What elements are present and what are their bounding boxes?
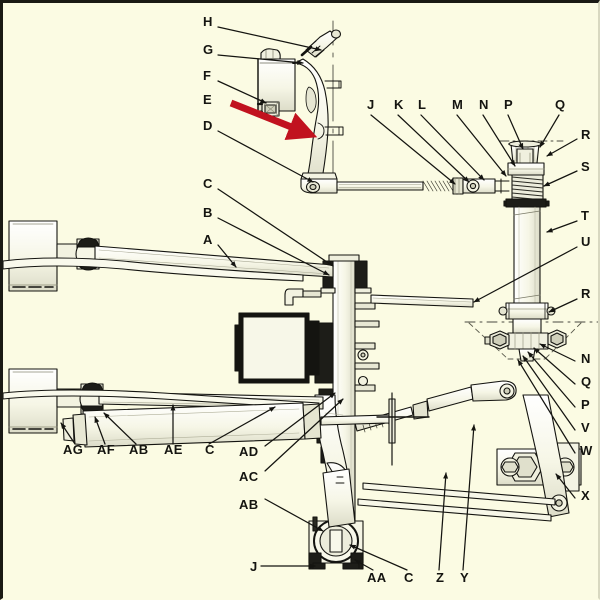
callout-label-AC: AC: [239, 469, 259, 484]
part-group-steering-column: [464, 140, 598, 362]
callout-label-M: M: [452, 97, 464, 112]
part-group-lower-linkage: [62, 380, 582, 570]
red-emphasis-arrow: [229, 99, 318, 141]
part-group-upper-push-rod: [336, 177, 510, 195]
callout-label-B: B: [203, 205, 213, 220]
callout-label-AB-mid: AB: [239, 497, 259, 512]
callout-label-W: W: [580, 443, 593, 458]
callout-label-E: E: [203, 92, 213, 107]
callout-label-G: G: [203, 42, 214, 57]
callout-label-AG: AG: [63, 442, 84, 457]
callout-label-D: D: [203, 118, 213, 133]
callout-label-AE: AE: [164, 442, 183, 457]
callout-label-Z: Z: [436, 570, 445, 585]
callout-label-R-upper: R: [581, 127, 591, 142]
callout-label-V: V: [581, 420, 591, 435]
callout-label-P-lower: P: [581, 397, 591, 412]
callout-label-AF: AF: [97, 442, 116, 457]
callout-label-J: J: [367, 97, 375, 112]
callout-label-Y: Y: [460, 570, 470, 585]
callout-label-L: L: [418, 97, 427, 112]
part-group-pedal-pads: [3, 220, 334, 434]
callout-label-X: X: [581, 488, 591, 503]
callout-label-N-lower: N: [581, 351, 591, 366]
callout-label-AA: AA: [367, 570, 387, 585]
callout-label-J-bottom: J: [250, 559, 258, 574]
callout-label-AD: AD: [239, 444, 259, 459]
callout-label-U: U: [581, 234, 591, 249]
callout-label-C-bottom: C: [404, 570, 414, 585]
callout-label-T: T: [581, 208, 590, 223]
callout-label-Q-lower: Q: [581, 374, 592, 389]
callout-label-R-lower: R: [581, 286, 591, 301]
leader-lines: [60, 26, 578, 571]
callout-label-AB-left: AB: [129, 442, 149, 457]
callout-label-S: S: [581, 159, 591, 174]
callout-label-P: P: [504, 97, 514, 112]
callout-label-K: K: [394, 97, 404, 112]
technical-illustration: [3, 20, 598, 571]
callout-label-F: F: [203, 68, 212, 83]
diagram-canvas: [3, 20, 598, 571]
callout-label-C: C: [203, 176, 213, 191]
callout-label-N: N: [479, 97, 489, 112]
callout-label-H: H: [203, 14, 213, 29]
callout-label-C-left: C: [205, 442, 215, 457]
part-group-master-cylinder: [256, 20, 344, 194]
callout-label-Q: Q: [555, 97, 566, 112]
callout-label-A: A: [203, 232, 213, 247]
